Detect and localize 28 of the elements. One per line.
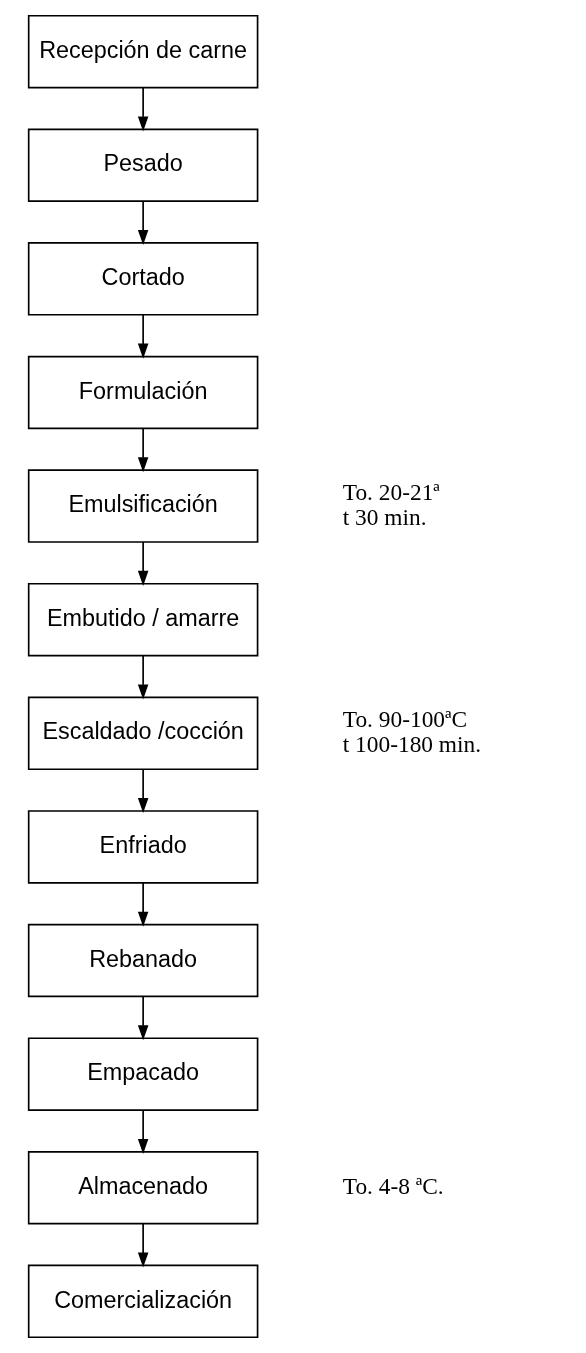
arrow [137,1222,148,1268]
node-box: Escaldado /cocción [27,696,258,771]
node-box: Cortado [27,242,258,316]
node-box: Recepción de carne [27,14,258,89]
arrow [137,882,148,927]
node-box: Emulsificación [27,469,258,543]
node-label: To. 20-21ª [342,478,440,505]
node-label: To. 90-100ªC [342,705,467,732]
node-box: Embutido / amarre [27,582,258,657]
node-box: Empacado [27,1037,258,1111]
arrow [137,654,148,700]
node-label: t 30 min. [342,503,427,530]
node-label: t 100-180 min. [342,731,481,758]
arrow [137,86,148,132]
arrow [137,995,148,1041]
node-box: Pesado [27,128,258,202]
arrow [137,427,148,473]
arrow [137,313,148,359]
arrow [137,768,148,814]
node-box: Enfriado [27,810,258,884]
node-label: To. 4-8 ªC. [342,1172,444,1199]
node-box: Rebanado [27,923,258,998]
node-box: Comercialización [27,1264,258,1339]
node-box: Almacenado [27,1151,258,1225]
arrow [137,200,148,246]
node-box: Formulación [27,355,258,430]
arrow [137,541,148,586]
arrow [137,1109,148,1154]
